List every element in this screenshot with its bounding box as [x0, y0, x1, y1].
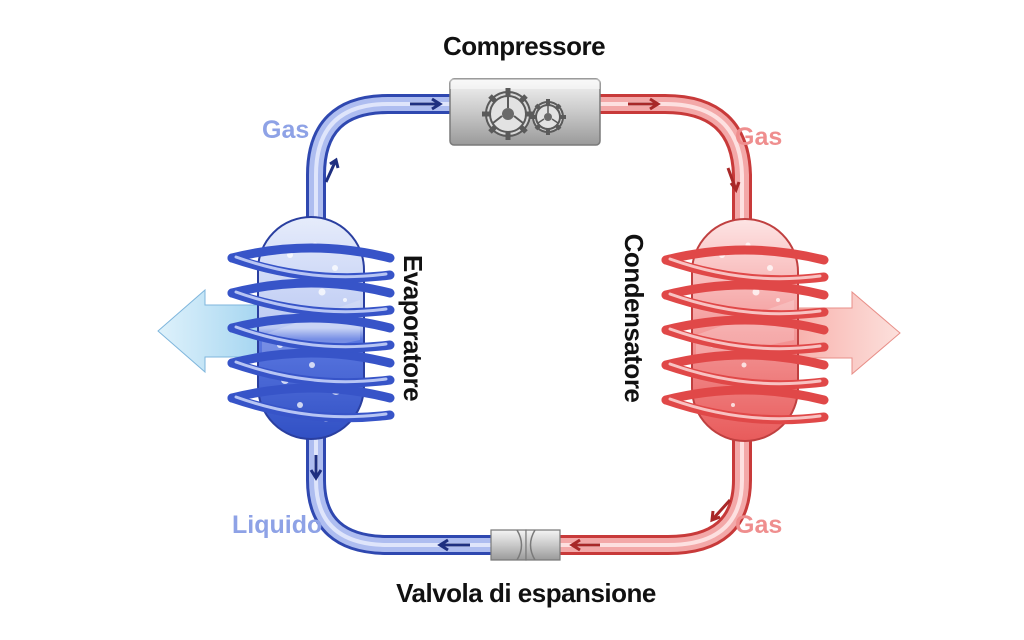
gears-icon: [482, 88, 566, 140]
evaporator: [227, 216, 395, 440]
flow-arrow-icon: [324, 157, 340, 183]
condenser-label: Condensatore: [619, 234, 649, 403]
hot-circuit: [560, 94, 752, 555]
flow-arrow-icon: [710, 498, 732, 523]
flow-arrow-icon: [628, 97, 661, 111]
flow-arrow-icon: [569, 538, 600, 552]
expansion-valve-icon: [490, 529, 561, 561]
state-label-top-right: Gas: [735, 123, 782, 151]
compressor: [449, 78, 601, 146]
state-label-top-left: Gas: [262, 116, 309, 144]
flow-arrow-icon: [437, 538, 470, 552]
flow-arrows: [309, 97, 741, 552]
flow-arrow-icon: [309, 455, 323, 481]
state-label-bottom-right: Gas: [735, 511, 782, 539]
flow-arrow-icon: [726, 167, 741, 194]
flow-arrow-icon: [410, 97, 443, 111]
condenser: [661, 218, 829, 442]
valve-label: Valvola di espansione: [396, 578, 656, 608]
evaporator-label: Evaporatore: [398, 255, 428, 401]
compressor-label: Compressore: [443, 31, 605, 61]
state-label-bottom-left: Liquido: [232, 511, 322, 539]
cold-circuit: [306, 94, 493, 555]
